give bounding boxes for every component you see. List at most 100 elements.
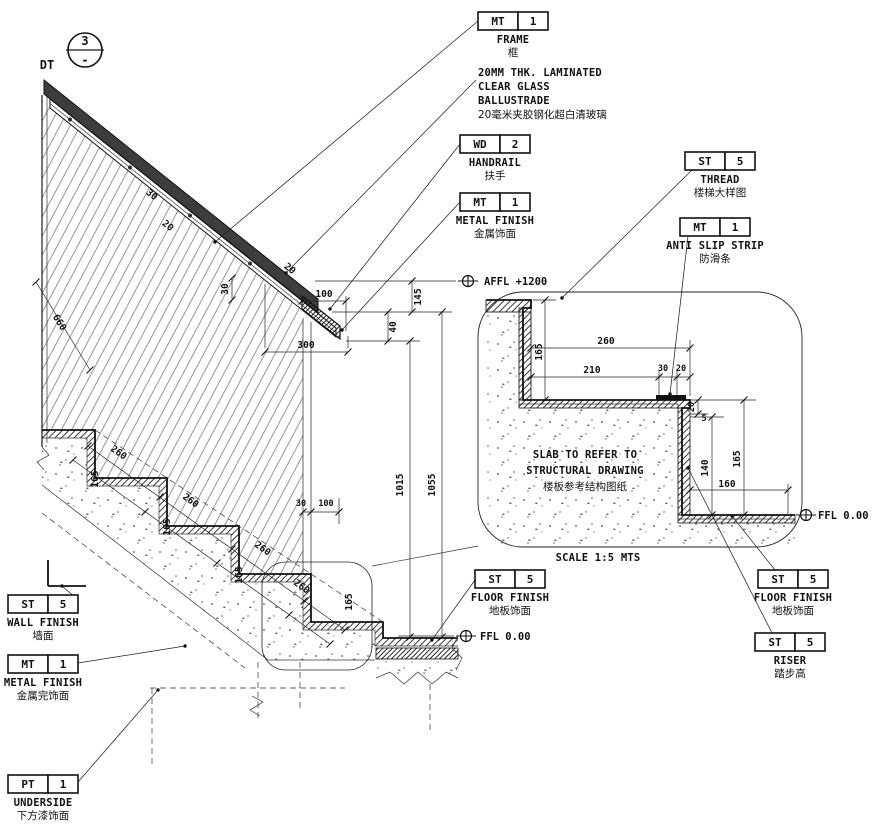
leader-thread <box>561 169 693 299</box>
tag-code: WD <box>473 138 487 151</box>
tag-label-cn: 墙面 <box>33 629 54 642</box>
tag-label-cn: 地板饰面 <box>772 604 814 617</box>
detail-marker-sheet: - <box>81 53 88 67</box>
tag-code: MT <box>21 658 35 671</box>
riser-finish-upper <box>518 307 532 401</box>
tag-number: 1 <box>732 221 739 234</box>
tag-label: THREAD <box>700 174 739 186</box>
slab-note-cn: 楼板参考结构图纸 <box>543 480 627 493</box>
tag-handrail: WD 2 HANDRAIL 扶手 <box>459 134 531 182</box>
tag-label-cn: 地板饰面 <box>489 604 531 617</box>
glass-fixing-dot <box>67 117 73 122</box>
dim-text: 260 <box>597 336 614 347</box>
tag-floor-finish-right: ST 5 FLOOR FINISH 地板饰面 <box>754 569 832 617</box>
dim-text: 40 <box>388 321 399 333</box>
tag-label: FLOOR FINISH <box>471 592 549 604</box>
tag-label: HANDRAIL <box>469 157 521 169</box>
tag-label: METAL FINISH <box>456 215 534 227</box>
anti-slip-strip <box>656 395 686 400</box>
tag-code: ST <box>771 573 785 586</box>
glass-note-line2: CLEAR GLASS <box>478 81 550 93</box>
stair-concrete <box>42 438 375 660</box>
material-tags: MT 1 FRAME 框 20MM THK. LAMINATED CLEAR G… <box>4 11 832 822</box>
dim-text: 30 <box>220 283 231 295</box>
dim-text: 1015 <box>395 473 406 496</box>
tag-label: FLOOR FINISH <box>754 592 832 604</box>
tag-number: 5 <box>807 636 814 649</box>
glass-fixing-dot <box>127 165 133 170</box>
detail-correlation-line <box>371 545 479 567</box>
tag-label: RISER <box>774 655 807 667</box>
ground-break <box>375 671 459 685</box>
glass-fixing-dot <box>187 213 193 218</box>
pitch-line <box>94 429 384 623</box>
tag-riser: ST 5 RISER 踏步高 <box>754 632 826 680</box>
glass-lamination-line <box>49 103 337 333</box>
tag-label: METAL FINISH <box>4 677 82 689</box>
tag-number: 1 <box>530 15 537 28</box>
slab-note-line2: STRUCTURAL DRAWING <box>526 465 643 477</box>
dim-text: 165 <box>234 566 245 583</box>
tag-code: ST <box>768 636 782 649</box>
tag-thread: ST 5 THREAD 楼梯大样图 <box>684 151 756 199</box>
dim-text: 165 <box>344 593 355 610</box>
step-finish-band <box>42 430 458 646</box>
tag-label-cn: 框 <box>508 46 519 59</box>
tag-label-cn: 楼梯大样图 <box>694 186 747 199</box>
tag-number: 5 <box>60 598 67 611</box>
slab-note-line1: SLAB TO REFER TO <box>533 449 637 461</box>
leader-floor-finish-center <box>431 579 476 641</box>
dimension-ticks <box>32 274 792 648</box>
tag-label: FRAME <box>497 34 530 46</box>
tag-label: WALL FINISH <box>7 617 79 629</box>
wall-hatch-region <box>42 100 303 574</box>
slab-concrete <box>486 312 795 544</box>
tag-code: ST <box>698 155 712 168</box>
dim-text: 145 <box>413 288 424 305</box>
detail-reference-box <box>261 561 373 671</box>
tag-number: 1 <box>60 658 67 671</box>
leader-frame <box>214 20 479 243</box>
leader-riser <box>687 467 773 634</box>
level-markers: AFFL +1200 FFL 0.00 FFL 0.00 <box>455 274 869 643</box>
tag-underside: PT 1 UNDERSIDE 下方漆饰面 <box>7 774 79 822</box>
detail-marker-prefix: DT <box>40 58 54 72</box>
detail-finish-profile <box>486 299 795 516</box>
tag-floor-finish-center: ST 5 FLOOR FINISH 地板饰面 <box>471 569 549 617</box>
leader-floor-finish-right <box>731 515 776 571</box>
leader-metal-finish-left <box>77 645 186 664</box>
floor-screed <box>375 647 459 660</box>
left-stair-section <box>36 78 479 766</box>
floor-ground <box>376 660 458 675</box>
dim-chain-treads <box>87 445 346 631</box>
tag-label-cn: 扶手 <box>485 169 506 182</box>
dim-text: 300 <box>297 340 314 351</box>
dim-text: 165 <box>90 470 101 487</box>
tag-code: ST <box>488 573 502 586</box>
dim-text: 30 <box>296 499 306 509</box>
tag-number: 2 <box>512 138 519 151</box>
tag-label-cn: 下方漆饰面 <box>17 809 70 822</box>
detail-border <box>477 291 803 548</box>
tag-code: MT <box>693 221 707 234</box>
dim-text: 30 <box>658 364 668 374</box>
glass-note: 20MM THK. LAMINATED CLEAR GLASS BALLUSTR… <box>478 67 607 121</box>
tag-frame: MT 1 FRAME 框 <box>477 11 549 59</box>
tag-number: 1 <box>512 196 519 209</box>
tag-number: 5 <box>527 573 534 586</box>
leader-handrail <box>329 143 461 310</box>
level-symbol-affl <box>457 274 479 288</box>
metal-end-cap <box>301 294 341 341</box>
floor-break-right <box>451 635 463 671</box>
level-symbol-ffl-center <box>455 629 477 643</box>
tag-code: MT <box>473 196 487 209</box>
glass-note-line3: BALLUSTRADE <box>478 95 550 107</box>
glass-note-cn: 20毫米夹胶钢化超白清玻璃 <box>478 108 607 121</box>
dim-text: 100 <box>318 499 333 509</box>
glass-fixing-dot <box>247 261 253 266</box>
tag-label-cn: 金属完饰面 <box>17 689 70 702</box>
step-finish-profile <box>42 429 458 639</box>
dim-chain-risers <box>72 459 331 645</box>
